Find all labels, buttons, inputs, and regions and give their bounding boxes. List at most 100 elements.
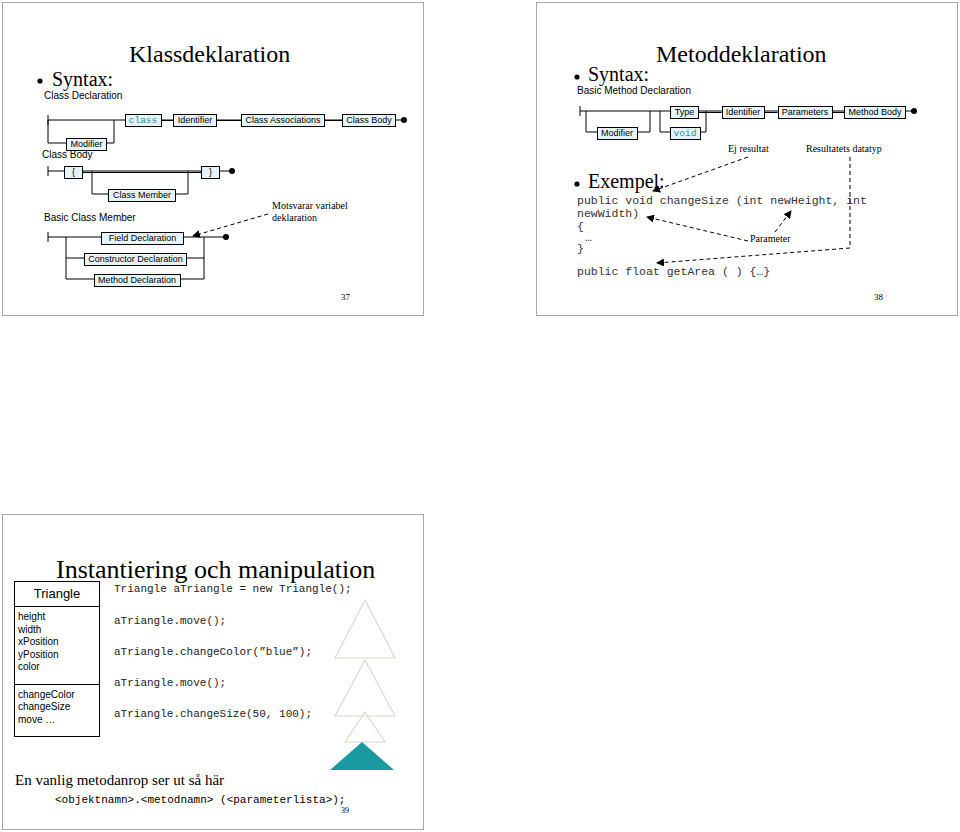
syntax-box: Constructor Declaration [84, 253, 187, 266]
text-label: Basic Method Declaration [577, 85, 691, 97]
rail-connector [325, 120, 342, 121]
class-section: changeColor changeSize move … [15, 684, 99, 733]
class-box: Triangle height width xPosition yPosition… [14, 581, 100, 737]
rail-end [223, 234, 229, 240]
box-label: Method Declaration [98, 275, 176, 286]
text-label: En vanlig metodanrop ser ut så här [15, 772, 224, 789]
triangle-ghost [335, 600, 395, 658]
syntax-box: Method Declaration [94, 274, 181, 287]
connector-line [765, 112, 778, 113]
box-label: Field Declaration [109, 233, 177, 244]
triangle-ghost [335, 660, 395, 716]
box-label: void [674, 128, 697, 139]
text-label: } [577, 242, 584, 255]
syntax-box: Field Declaration [101, 232, 184, 245]
connector-line [217, 120, 241, 121]
box-label: Identifier [726, 107, 761, 118]
syntax-box: Identifier [173, 114, 217, 127]
box-label: Constructor Declaration [88, 254, 183, 265]
syntax-box: void [670, 127, 701, 140]
syntax-box: { [64, 166, 83, 179]
rail-connector [765, 112, 778, 113]
class-section: height width xPosition yPosition color [15, 607, 99, 684]
text-label: … [585, 231, 592, 244]
connector-line [83, 172, 201, 173]
triangle-filled [330, 742, 394, 770]
text-label: Triangle aTriangle = new Triangle(); [114, 583, 352, 596]
rail-end [401, 117, 407, 123]
text-label: aTriangle.move(); [114, 615, 226, 628]
connector-line [325, 120, 342, 121]
box-label: } [209, 167, 212, 178]
text-label: 39 [341, 806, 349, 815]
text-label: Exempel: [588, 170, 665, 193]
slide-title: Klassdeklaration [129, 41, 290, 68]
connector-line [833, 112, 845, 113]
text-label: Resultatets datatyp [806, 143, 882, 155]
text-label: aTriangle.changeSize(50, 100); [114, 708, 312, 721]
box-label: Type [675, 107, 695, 118]
bullet [574, 74, 579, 79]
text-label: aTriangle.move(); [114, 677, 226, 690]
box-label: Method Body [848, 107, 901, 118]
syntax-box: Class Body [342, 114, 396, 127]
rail [48, 115, 404, 125]
text-label: Class Declaration [44, 90, 122, 102]
text-label: Parameter [750, 233, 791, 245]
syntax-box: Method Body [844, 106, 906, 119]
text-label: aTriangle.changeColor(”blue”); [114, 646, 312, 659]
text-label: 38 [874, 292, 883, 302]
rail-connector [162, 120, 174, 121]
box-label: Modifier [70, 139, 102, 150]
class-name: Triangle [15, 582, 99, 607]
box-label: Identifier [178, 115, 213, 126]
syntax-box: } [201, 166, 220, 179]
method-list: changeColor changeSize move … [18, 689, 75, 727]
box-label: { [72, 167, 75, 178]
box-label: Class Body [346, 115, 392, 126]
rail-connector [833, 112, 845, 113]
syntax-box: Class Associations [241, 114, 325, 127]
syntax-box: Modifier [597, 127, 638, 140]
box-label: class [129, 115, 158, 126]
box-label: Class Associations [245, 115, 320, 126]
box-label: Modifier [601, 128, 633, 139]
text-label: <objektnamn>.<metodnamn> (<parameterlist… [55, 794, 345, 807]
text-label: Class Body [42, 149, 93, 161]
text-label: Basic Class Member [44, 212, 136, 224]
text-label: Syntax: [52, 68, 113, 91]
syntax-box: class [125, 114, 162, 127]
slide-title: Instantiering och manipulation [56, 555, 375, 585]
text-label: 37 [341, 292, 350, 302]
triangle-ghost [345, 712, 385, 742]
rail-end [229, 168, 235, 174]
leader-arrow [775, 211, 791, 232]
text-label: Ej resultat [728, 143, 769, 155]
leader-arrow [647, 217, 748, 241]
slide-title: Metoddeklaration [656, 41, 827, 68]
text-label: Syntax: [588, 63, 649, 86]
syntax-box: Parameters [778, 106, 833, 119]
text-label: { [577, 220, 584, 233]
connector-line [162, 120, 174, 121]
rail-end [911, 108, 917, 114]
text-label: Motsvarar variabel deklaration [272, 200, 362, 223]
leader-arrow [193, 214, 268, 236]
text-label: public void changeSize (int newHeight, i… [577, 194, 882, 220]
syntax-box: Identifier [722, 106, 765, 119]
text-label: public float getArea ( ) {…} [577, 265, 770, 278]
leader-arrow [657, 157, 850, 263]
box-label: Parameters [782, 107, 829, 118]
rail-connector [217, 120, 241, 121]
rail-connector [699, 112, 722, 113]
syntax-box: Class Member [108, 189, 176, 202]
connector-line [699, 112, 722, 113]
bullet [574, 181, 579, 186]
rail-connector [83, 172, 201, 173]
bullet [37, 78, 42, 83]
leader-arrow [653, 157, 748, 191]
box-label: Class Member [113, 190, 171, 201]
attribute-list: height width xPosition yPosition color [18, 611, 59, 674]
syntax-box: Type [670, 106, 699, 119]
